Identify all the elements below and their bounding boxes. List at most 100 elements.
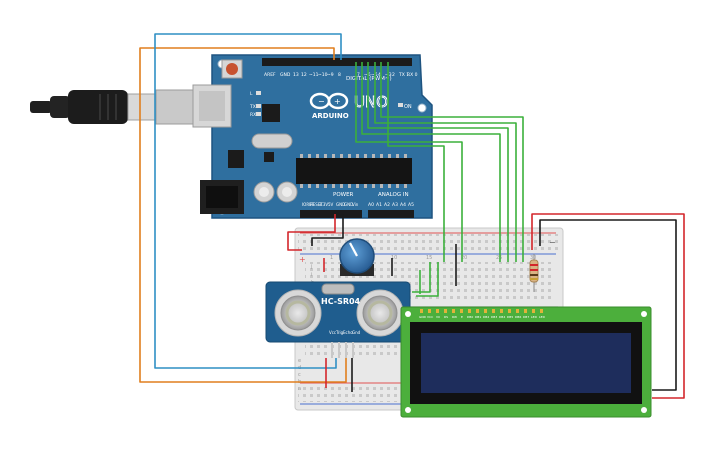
pin-label: RS <box>444 315 448 319</box>
wire-red[interactable] <box>287 214 336 251</box>
wire-green[interactable] <box>412 262 431 293</box>
gnd-label: GND <box>280 72 291 78</box>
wire-black[interactable] <box>311 214 344 246</box>
potentiometer[interactable] <box>339 238 375 276</box>
pin-label: E <box>461 315 463 319</box>
pin-label: 12 <box>301 72 307 78</box>
pin-label: RX 0 <box>407 72 418 78</box>
pin-label: DB1 <box>475 315 481 319</box>
rx-label: RX <box>250 112 256 118</box>
wire-green[interactable] <box>367 62 509 262</box>
row-letter: a <box>298 386 301 392</box>
pin-label: A3 <box>392 202 398 208</box>
pin-label: DB3 <box>491 315 497 319</box>
pin-label: 2 <box>392 72 395 78</box>
analog-pin-labels: A0 A1 A2 A3 A4 A5 <box>368 202 414 208</box>
pin-label: 8 <box>338 72 341 78</box>
wire-blue[interactable] <box>154 33 342 369</box>
resistor <box>529 254 539 292</box>
wire-green[interactable] <box>380 62 524 262</box>
l-led-label: L <box>250 91 253 97</box>
pin-label: ~10 <box>318 72 328 78</box>
lcd-header-pins[interactable] <box>420 309 543 313</box>
power-pin-labels: IOREF RESET 3.3V 5V GND GND Vin <box>302 202 359 207</box>
arduino-uno-board: − + ARDUINO UNO DIGITAL (PWM~) POWER ANA… <box>192 54 433 219</box>
arduino-wordmark: ARDUINO <box>312 112 349 120</box>
column-number: 25 <box>496 255 502 261</box>
lcd-pin-labels: GND VCC V0 RS RW E DB0 DB1 DB2 DB3 DB4 D… <box>419 315 546 319</box>
column-number: 1 <box>330 255 333 261</box>
wire-green[interactable] <box>374 62 517 262</box>
digital-label: DIGITAL (PWM~) <box>346 76 392 82</box>
wire-red[interactable] <box>531 213 685 399</box>
column-number: 20 <box>461 255 467 261</box>
pin-label: 13 <box>293 72 299 78</box>
pin-label: A1 <box>376 202 382 208</box>
pin-label: A4 <box>400 202 406 208</box>
sensor-model-label: HC-SR04 <box>321 297 361 306</box>
pin-label: Gnd <box>352 330 361 335</box>
column-number: 30 <box>530 255 536 261</box>
pin-label: VCC <box>427 315 433 319</box>
usb-cable <box>30 89 203 125</box>
pin-label: LED <box>539 315 546 319</box>
analog-header[interactable] <box>368 210 414 218</box>
pin-label: 7 <box>357 72 360 78</box>
on-led-label: ON <box>404 104 412 110</box>
pin-label: DB7 <box>523 315 529 319</box>
sensor-pin-labels: Vcc Trig Echo Gnd <box>329 330 361 335</box>
pin-label: DB5 <box>507 315 513 319</box>
row-letter: i <box>311 272 312 278</box>
pin-label: LED <box>531 315 538 319</box>
pin-label: DB2 <box>483 315 489 319</box>
pin-label: TX 1 <box>398 72 409 78</box>
pin-label: RESET <box>310 202 323 207</box>
aref-label: AREF <box>264 72 276 78</box>
row-letter: e <box>298 358 301 364</box>
pin-label: Vcc <box>329 330 336 335</box>
arduino-logo: − + <box>309 92 349 110</box>
pin-label: 5V <box>328 202 334 207</box>
column-number: 10 <box>391 255 397 261</box>
pin-label: GND <box>419 315 427 319</box>
svg-text:+: + <box>334 97 341 106</box>
minus-marker: − <box>549 238 556 247</box>
pin-label: RW <box>452 315 457 319</box>
wire-green[interactable] <box>416 262 439 297</box>
row-letter: c <box>298 372 301 378</box>
row-letters-bottom: e d c b a <box>298 358 301 392</box>
ultrasonic-sensor: HC-SR04 Vcc Trig Echo Gnd <box>265 281 411 358</box>
column-number: 15 <box>426 255 432 261</box>
wire-black[interactable] <box>539 219 677 391</box>
wires <box>139 33 685 399</box>
tx-label: TX <box>249 104 256 110</box>
pin-label: A2 <box>384 202 390 208</box>
pin-label: DB4 <box>499 315 505 319</box>
sensor-pins[interactable] <box>331 342 354 358</box>
pin-label: ~9 <box>327 72 334 78</box>
pin-label: ~11 <box>309 72 319 78</box>
uno-label: UNO <box>354 93 388 111</box>
pin-label: 3.3V <box>319 202 328 207</box>
wire-orange[interactable] <box>139 47 347 383</box>
plus-marker: + <box>299 255 306 264</box>
pin-label: Vin <box>352 202 359 207</box>
wire-green[interactable] <box>355 62 463 262</box>
power-header[interactable] <box>300 210 362 218</box>
wire-green[interactable] <box>387 62 445 262</box>
pin-label: V0 <box>436 315 440 319</box>
pin-label: A0 <box>368 202 374 208</box>
pin-label: 4 <box>378 72 381 78</box>
pin-label: GND <box>344 202 353 207</box>
digital-header[interactable] <box>262 58 412 66</box>
pin-label: A5 <box>408 202 414 208</box>
row-letter: j <box>310 264 312 270</box>
pin-label: GND <box>336 202 345 207</box>
wire-green[interactable] <box>361 62 501 262</box>
pin-label: Echo <box>343 330 353 335</box>
lcd-screen <box>421 333 631 393</box>
reset-button[interactable] <box>226 63 238 75</box>
analog-label: ANALOG IN <box>378 192 409 198</box>
